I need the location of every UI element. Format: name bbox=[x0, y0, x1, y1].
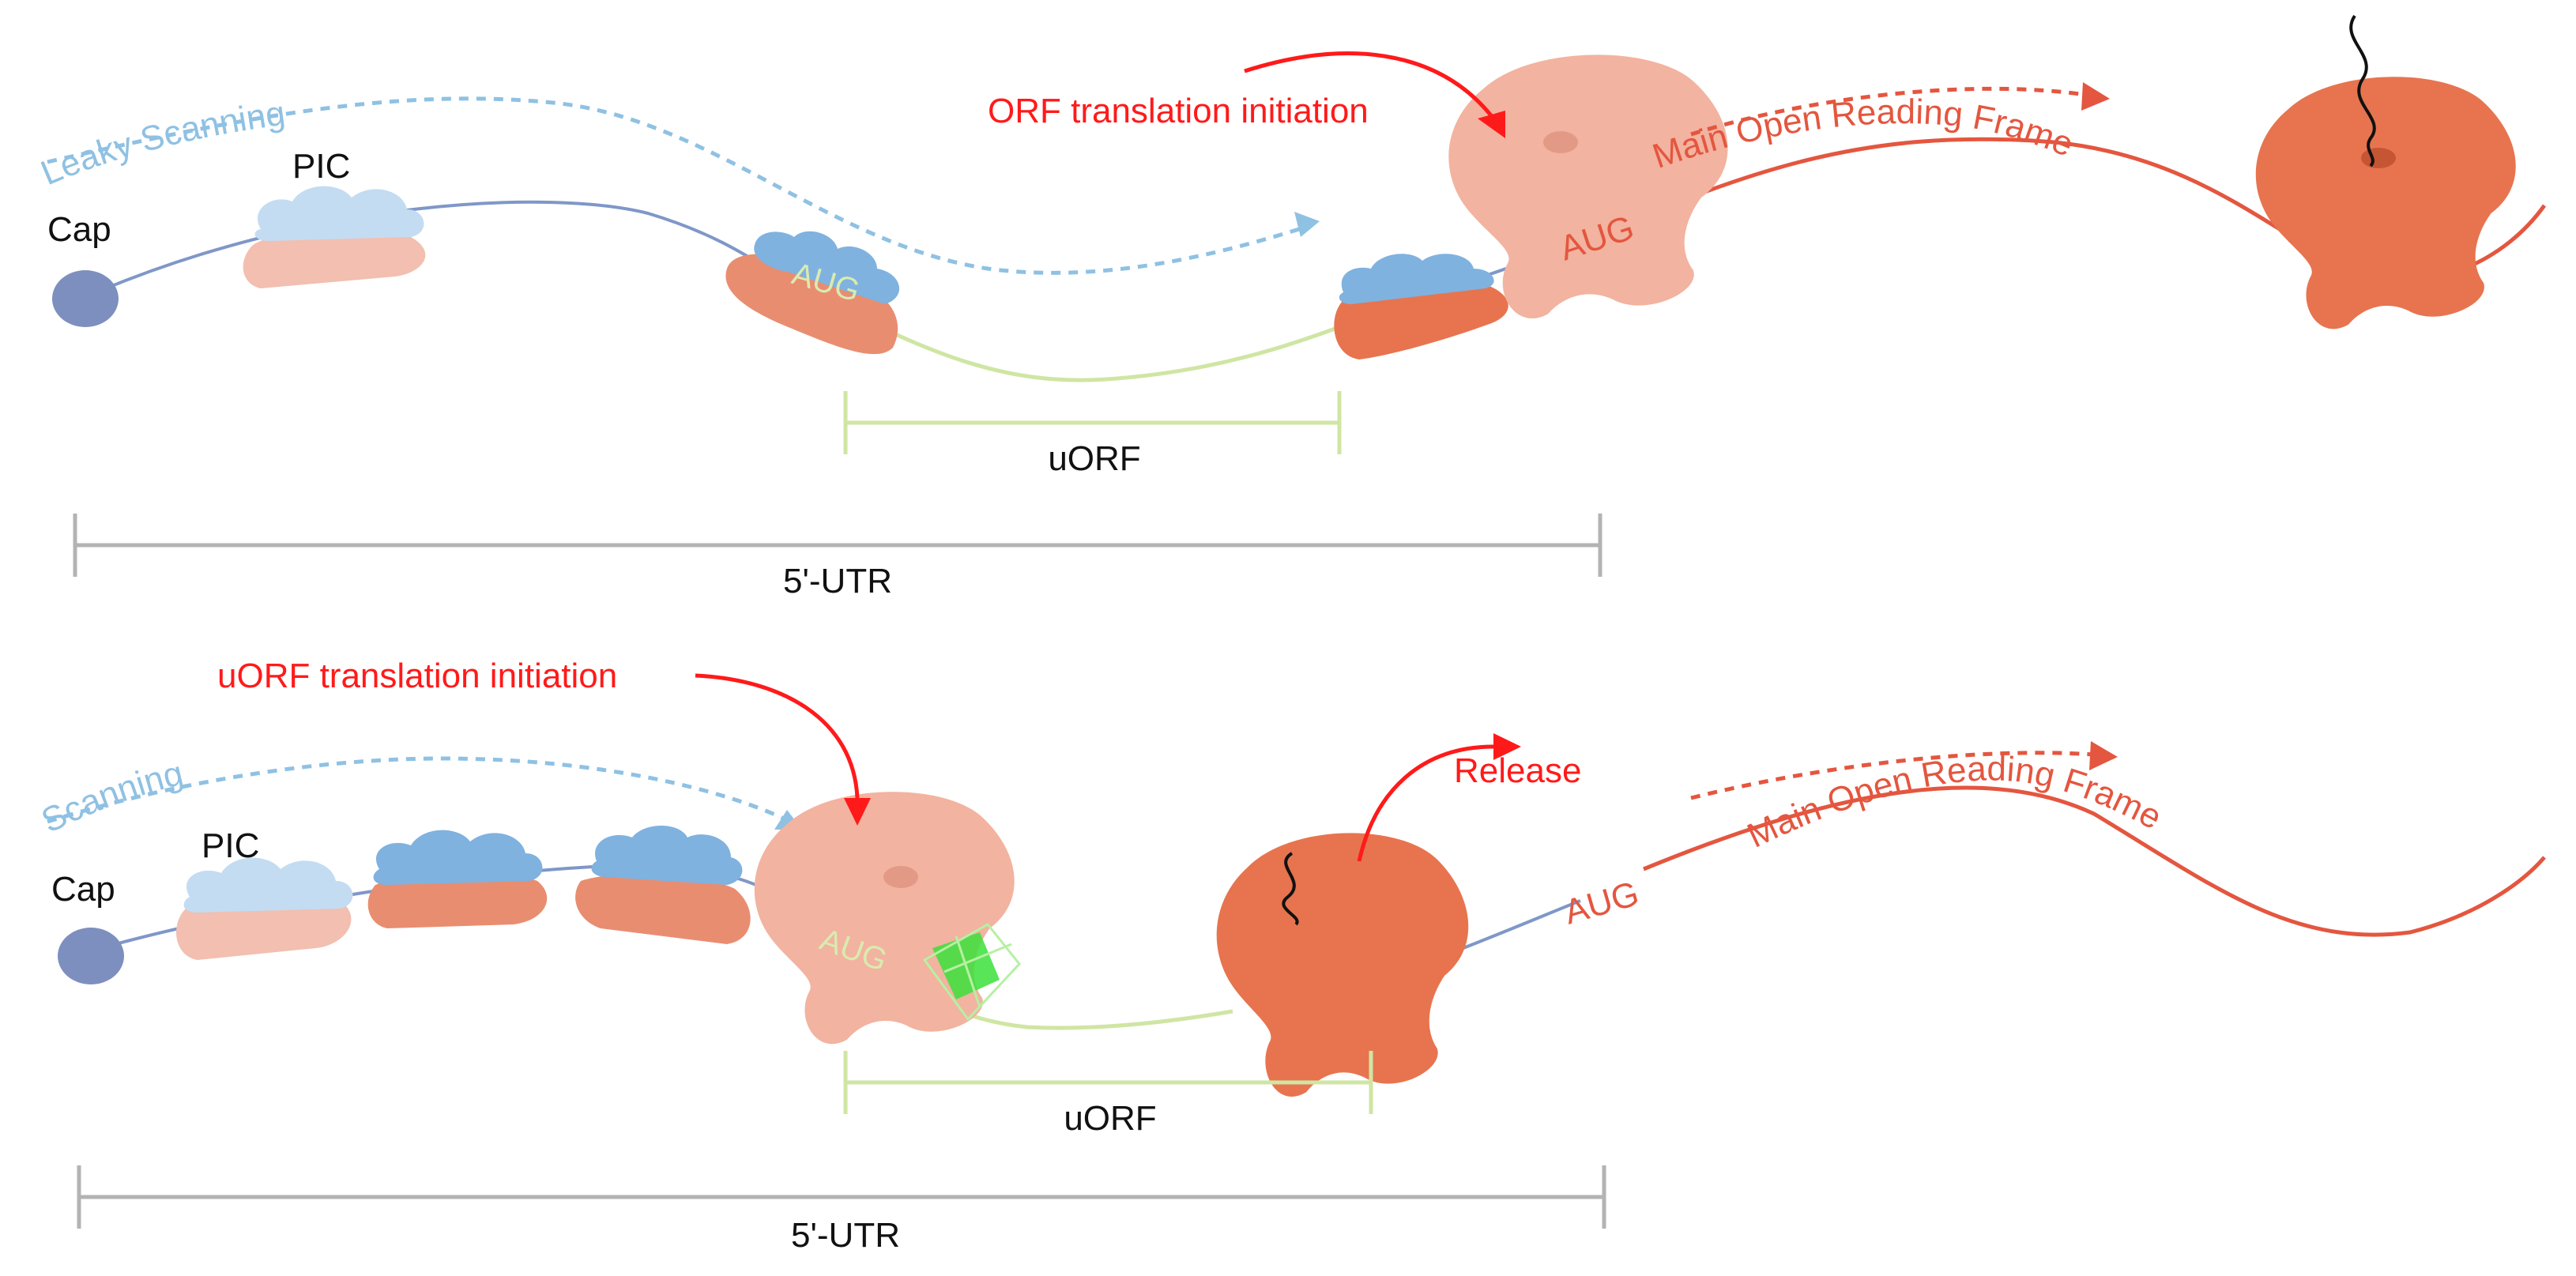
terminating-complex-icon bbox=[1334, 254, 1508, 359]
utr-label: 5'-UTR bbox=[783, 562, 892, 600]
ribosome-exit-site-icon bbox=[1543, 131, 1578, 153]
pic-label: PIC bbox=[292, 147, 350, 186]
ribosome-uorf-initiation-icon bbox=[754, 792, 1015, 1045]
ribosome-exit-site-dark-icon bbox=[2361, 148, 2396, 168]
released-peptide-icon bbox=[1282, 852, 1299, 926]
pic-complex-icon bbox=[243, 186, 426, 288]
release-arrow bbox=[1357, 744, 1494, 862]
leaky-scanning-label: Leaky Scanning bbox=[36, 94, 288, 193]
cap-label: Cap bbox=[47, 210, 111, 249]
uorf-initiation-arrowhead bbox=[844, 798, 871, 826]
main-orf-elongation-arrowhead bbox=[2081, 82, 2110, 111]
cap-icon bbox=[52, 270, 119, 327]
orf-initiation-label: ORF translation initiation bbox=[988, 92, 1369, 130]
main-orf-elongation-arrowhead bbox=[2089, 741, 2118, 770]
uorf-bracket bbox=[843, 391, 1342, 454]
uorf-initiation-label: uORF translation initiation bbox=[217, 657, 617, 695]
ribosome-exit-site-icon bbox=[883, 866, 918, 888]
main-orf-label: Main Open Reading Frame bbox=[1742, 749, 2168, 855]
scanning-complex-1-icon bbox=[367, 830, 548, 928]
cap-label: Cap bbox=[51, 870, 115, 909]
main-orf-elongation-arrow bbox=[1690, 751, 2095, 800]
uorf-label: uORF bbox=[1064, 1099, 1156, 1138]
orf-initiation-arrow bbox=[1244, 51, 1495, 120]
bottom-panel: Scanning Cap PIC AUG bbox=[36, 657, 2546, 1255]
ribosome-terminating-icon bbox=[1216, 833, 1469, 1097]
scanning-complex-2-icon bbox=[575, 826, 751, 944]
scanning-label: Scanning bbox=[36, 754, 186, 841]
main-orf-line bbox=[1643, 785, 2546, 937]
cap-icon bbox=[58, 928, 124, 984]
uorf-peptide-icon bbox=[922, 923, 1021, 1022]
uorf-bracket bbox=[843, 1051, 1373, 1114]
release-arrowhead bbox=[1493, 733, 1521, 760]
orf-initiation-arrowhead bbox=[1478, 111, 1505, 138]
pic-complex-icon bbox=[176, 857, 353, 960]
top-panel: Leaky Scanning Cap PIC AUG AUG bbox=[36, 14, 2547, 600]
release-label: Release bbox=[1454, 751, 1581, 790]
ribosome-elongating-icon bbox=[2255, 77, 2516, 329]
main-start-codon: AUG bbox=[1560, 874, 1643, 932]
uorf-label: uORF bbox=[1048, 439, 1140, 478]
scanning-arrow bbox=[47, 756, 792, 824]
utr-label: 5'-UTR bbox=[791, 1216, 900, 1255]
leaky-scanning-arrow bbox=[47, 96, 1312, 275]
pic-label: PIC bbox=[201, 826, 259, 865]
scanning-complex-icon bbox=[725, 231, 900, 355]
uorf-initiation-arrow bbox=[695, 673, 860, 799]
nascent-peptide-icon bbox=[2349, 14, 2376, 167]
utr-ruler bbox=[73, 514, 1602, 577]
leaky-scanning-arrowhead bbox=[1294, 212, 1320, 237]
mrna-5utr-line bbox=[86, 200, 808, 298]
main-orf-elongation-arrow bbox=[1690, 86, 2087, 137]
utr-ruler bbox=[77, 1165, 1606, 1229]
